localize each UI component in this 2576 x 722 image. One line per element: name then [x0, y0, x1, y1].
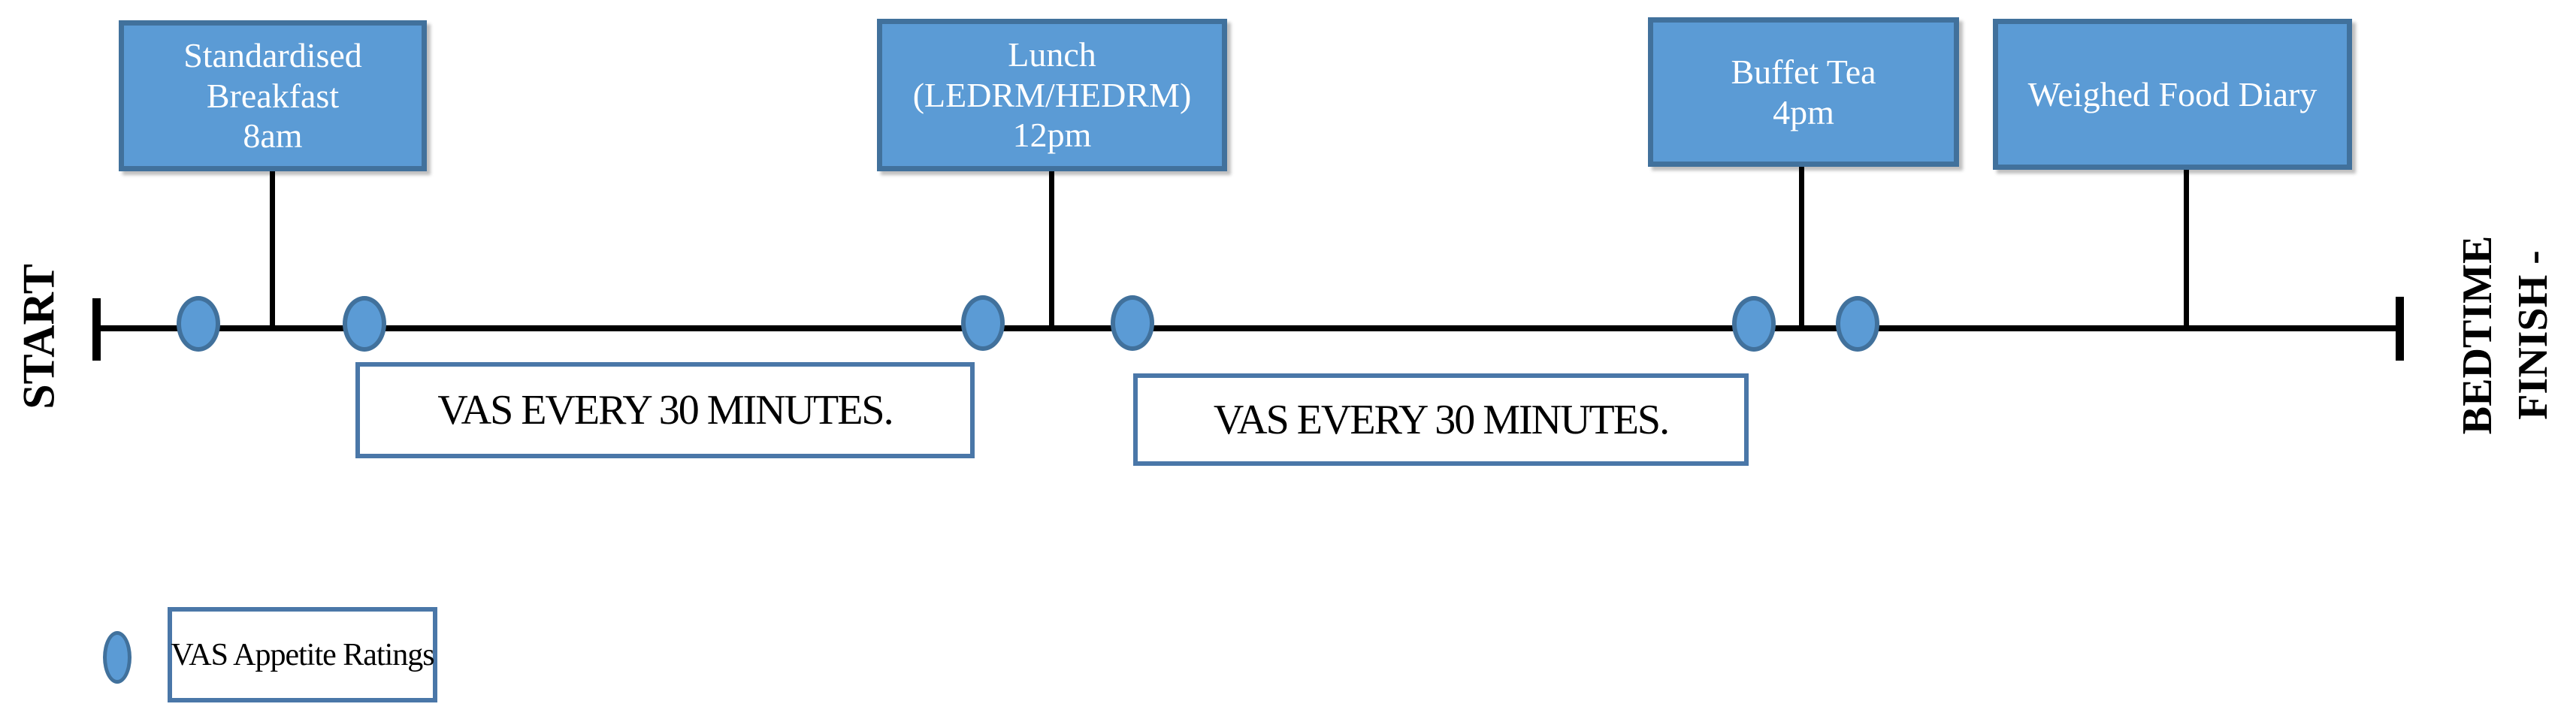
- vas-marker-icon: [343, 296, 386, 352]
- vas-marker-icon: [177, 296, 220, 352]
- event-label-line: 12pm: [1012, 116, 1092, 155]
- timeline: [96, 325, 2400, 331]
- legend-label: VAS Appetite Ratings: [171, 637, 434, 672]
- timeline-end-tick: [2396, 297, 2404, 361]
- vas-marker-icon: [1732, 296, 1776, 352]
- timeline-start-tick: [92, 298, 101, 361]
- connector-food-diary: [2184, 168, 2189, 325]
- vas-note-1-text: VAS EVERY 30 MINUTES.: [437, 387, 893, 434]
- event-label-line: Standardised: [183, 36, 362, 75]
- connector-breakfast: [270, 170, 275, 325]
- event-label-line: Buffet Tea: [1731, 53, 1876, 92]
- legend-label-box: VAS Appetite Ratings: [168, 607, 437, 702]
- finish-label-line2: BEDTIME: [2454, 235, 2502, 435]
- event-label-line: 4pm: [1773, 92, 1834, 131]
- start-label: START: [14, 264, 64, 409]
- event-box-standardised-breakfast: Standardised Breakfast 8am: [119, 20, 427, 171]
- vas-note-1: VAS EVERY 30 MINUTES.: [355, 362, 975, 458]
- event-label-line: 8am: [243, 116, 303, 156]
- vas-note-2: VAS EVERY 30 MINUTES.: [1133, 373, 1749, 466]
- legend-blue-ellipse-icon: [103, 631, 132, 684]
- event-box-lunch: Lunch (LEDRM/HEDRM) 12pm: [877, 19, 1227, 171]
- event-label-line: Weighed Food Diary: [2027, 74, 2317, 113]
- vas-note-2-text: VAS EVERY 30 MINUTES.: [1213, 396, 1670, 443]
- finish-label: FINISH - BEDTIME: [2451, 236, 2562, 435]
- vas-marker-icon: [1111, 295, 1154, 351]
- connector-buffet-tea: [1799, 165, 1804, 325]
- event-box-buffet-tea: Buffet Tea 4pm: [1648, 17, 1959, 167]
- finish-label-line1: FINISH -: [2510, 250, 2556, 420]
- vas-marker-icon: [961, 295, 1005, 351]
- event-label-line: Lunch: [1008, 35, 1096, 74]
- event-label-line: (LEDRM/HEDRM): [912, 75, 1192, 114]
- vas-marker-icon: [1836, 296, 1879, 352]
- connector-lunch: [1049, 170, 1054, 325]
- event-box-weighed-food-diary: Weighed Food Diary: [1993, 19, 2352, 170]
- event-label-line: Breakfast: [206, 76, 340, 115]
